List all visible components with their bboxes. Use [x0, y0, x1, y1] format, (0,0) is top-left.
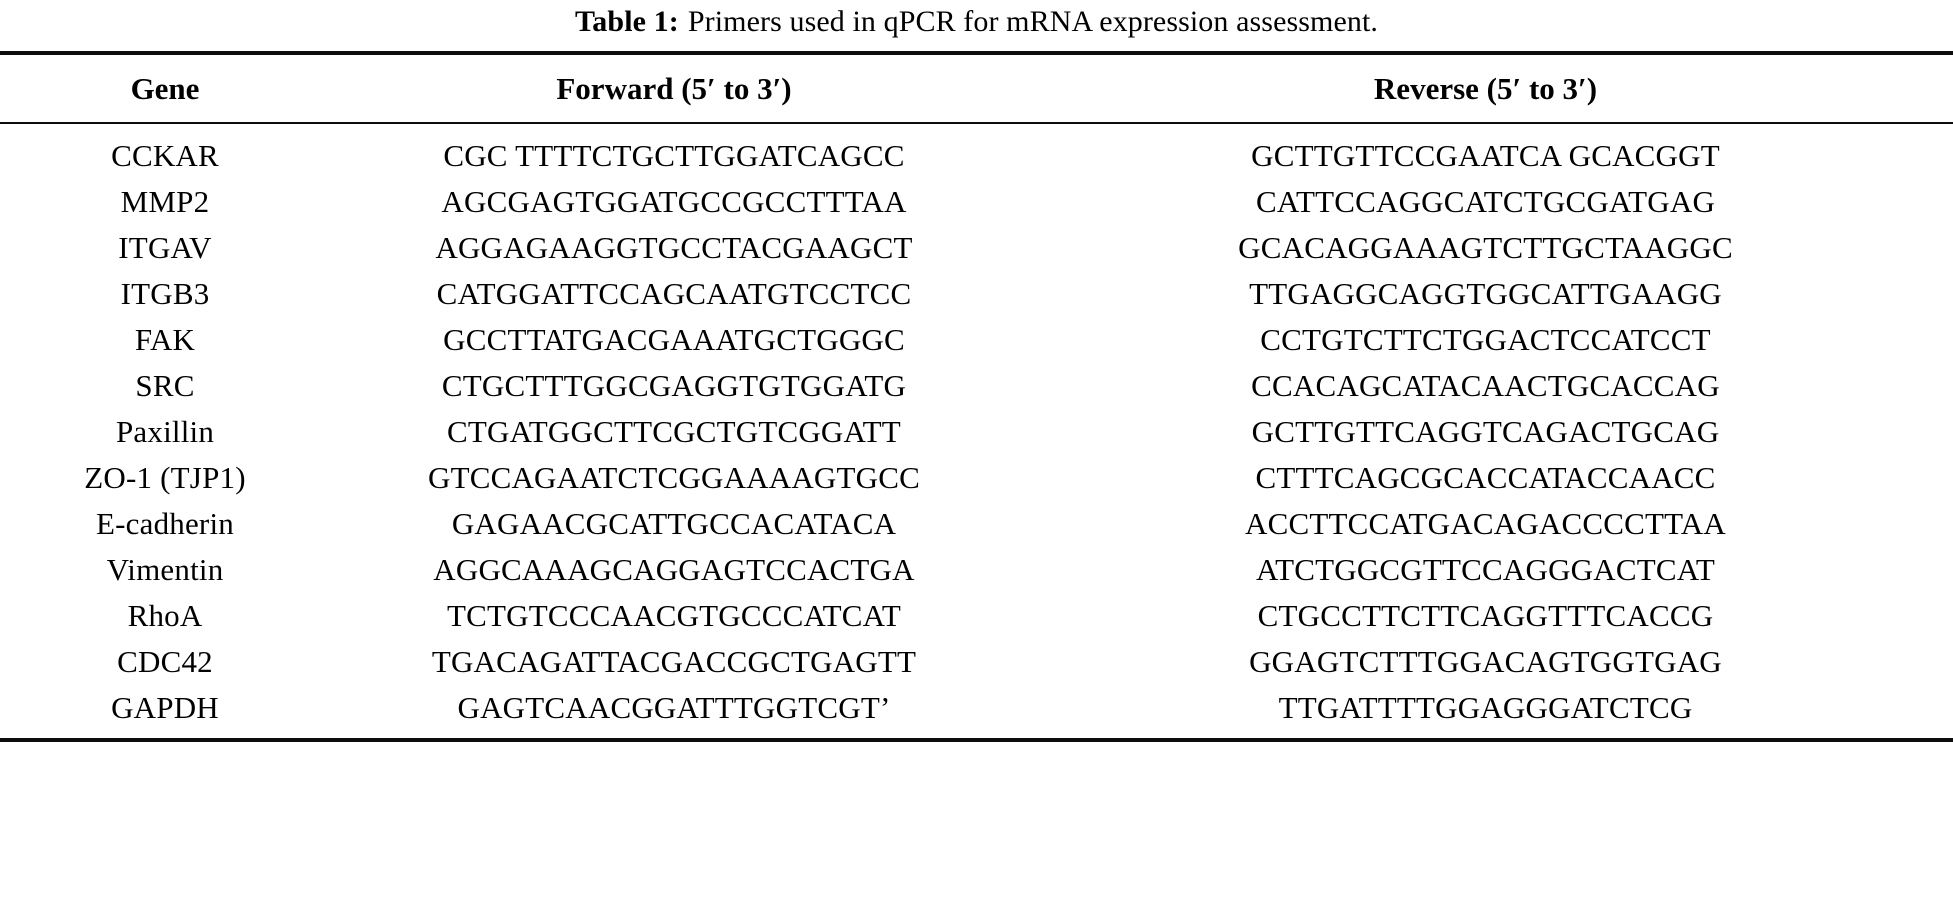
table-row: MMP2 AGCGAGTGGATGCCGCCTTTAA CATTCCAGGCATCT…	[0, 179, 1953, 225]
table-row: ZO-1 (TJP1) GTCCAGAATCTCGGAAAAGTGCC CTTTCA…	[0, 455, 1953, 501]
reverse-primer-cell: CCACAGCATACAACTGCACCAG	[1251, 367, 1720, 403]
table-bottom-rule	[0, 737, 1953, 742]
reverse-primer-cell: GGAGTCTTTGGACAGTGGTGAG	[1249, 643, 1722, 679]
forward-primer-cell: GAGAACGCATTGCCACATACA	[451, 505, 897, 541]
primer-table: Gene Forward (5′ to 3′) Reverse (5′ to 3…	[0, 55, 1953, 122]
table-row: Paxillin CTGATGGCTTCGCTGTCGGATT GCTTGTTCAG…	[0, 409, 1953, 455]
forward-primer-cell: CATGGATTCCAGCAATGTCCTCC	[436, 275, 912, 311]
table-caption: Table 1:Primers used in qPCR for mRNA ex…	[0, 0, 1953, 51]
gene-cell: ZO-1 (TJP1)	[84, 459, 246, 495]
column-header-reverse: Reverse (5′ to 3′)	[1018, 55, 1953, 122]
forward-primer-cell: GAGTCAACGGATTTGGTCGT’	[457, 689, 891, 725]
table-row: CDC42 TGACAGATTACGACCGCTGAGTT GGAGTCTTTGGA…	[0, 639, 1953, 685]
table-caption-text: Primers used in qPCR for mRNA expression…	[687, 5, 1379, 38]
gene-cell: GAPDH	[111, 689, 219, 725]
column-header-gene: Gene	[130, 71, 200, 106]
table-header: Gene Forward (5′ to 3′) Reverse (5′ to 3…	[0, 55, 1953, 122]
gene-cell: FAK	[134, 321, 196, 357]
table-caption-label: Table 1:	[574, 5, 679, 38]
gene-cell: E-cadherin	[96, 505, 234, 541]
reverse-primer-cell: TTGATTTTGGAGGGATCTCG	[1278, 689, 1693, 725]
table-header-row: Gene Forward (5′ to 3′) Reverse (5′ to 3…	[0, 55, 1953, 122]
column-header-forward: Forward (5′ to 3′)	[330, 55, 1018, 122]
reverse-primer-cell: GCTTGTTCAGGTCAGACTGCAG	[1251, 413, 1720, 449]
gene-cell: RhoA	[127, 597, 203, 633]
gene-cell: Vimentin	[106, 551, 224, 587]
column-header-forward-label: Forward (5′ to 3′)	[556, 71, 792, 106]
forward-primer-cell: GCCTTATGACGAAATGCTGGGC	[443, 321, 905, 357]
forward-primer-cell: CTGCTTTGGCGAGGTGTGGATG	[441, 367, 907, 403]
table-body: CCKAR CGC TTTTCTGCTTGGATCAGCC GCTTGTTCCGAA…	[0, 124, 1953, 738]
table-row: E-cadherin GAGAACGCATTGCCACATACA ACCTTCCAT…	[0, 501, 1953, 547]
reverse-primer-cell: GCTTGTTCCGAATCA GCACGGT	[1251, 137, 1720, 173]
reverse-primer-cell: CCTGTCTTCTGGACTCCATCCT	[1260, 321, 1711, 357]
table-row: ITGB3 CATGGATTCCAGCAATGTCCTCC TTGAGGCAGGTG…	[0, 271, 1953, 317]
table-row: Vimentin AGGCAAAGCAGGAGTCCACTGA ATCTGGCGTT…	[0, 547, 1953, 593]
table-header-rule	[0, 121, 1953, 124]
gene-cell: SRC	[135, 367, 195, 403]
forward-primer-cell: CGC TTTTCTGCTTGGATCAGCC	[443, 137, 905, 173]
reverse-primer-cell: CTTTCAGCGCACCATACCAACC	[1255, 459, 1716, 495]
table-row: SRC CTGCTTTGGCGAGGTGTGGATG CCACAGCATACAACT…	[0, 363, 1953, 409]
reverse-primer-cell: GCACAGGAAAGTCTTGCTAAGGC	[1238, 229, 1733, 265]
forward-primer-cell: AGCGAGTGGATGCCGCCTTTAA	[441, 183, 907, 219]
table-row: FAK GCCTTATGACGAAATGCTGGGC CCTGTCTTCTGGACT…	[0, 317, 1953, 363]
column-header-reverse-label: Reverse (5′ to 3′)	[1373, 71, 1598, 106]
reverse-primer-cell: CATTCCAGGCATCTGCGATGAG	[1255, 183, 1716, 219]
gene-cell: MMP2	[120, 183, 210, 219]
gene-cell: Paxillin	[115, 413, 215, 449]
gene-cell: CCKAR	[111, 137, 219, 173]
gene-cell: ITGB3	[120, 275, 210, 311]
forward-primer-cell: GTCCAGAATCTCGGAAAAGTGCC	[427, 459, 920, 495]
reverse-primer-cell: CTGCCTTCTTCAGGTTTCACCG	[1257, 597, 1714, 633]
table-row: ITGAV AGGAGAAGGTGCCTACGAAGCT GCACAGGAAAGTC…	[0, 225, 1953, 271]
gene-cell: CDC42	[117, 643, 213, 679]
forward-primer-cell: TCTGTCCCAACGTGCCCATCAT	[447, 597, 901, 633]
table-row: CCKAR CGC TTTTCTGCTTGGATCAGCC GCTTGTTCCGAA…	[0, 124, 1953, 179]
table-top-rule	[0, 51, 1953, 55]
forward-primer-cell: CTGATGGCTTCGCTGTCGGATT	[447, 413, 901, 449]
forward-primer-cell: TGACAGATTACGACCGCTGAGTT	[431, 643, 917, 679]
reverse-primer-cell: TTGAGGCAGGTGGCATTGAAGG	[1249, 275, 1722, 311]
forward-primer-cell: AGGCAAAGCAGGAGTCCACTGA	[433, 551, 915, 587]
reverse-primer-cell: ATCTGGCGTTCCAGGGACTCAT	[1255, 551, 1716, 587]
gene-cell: ITGAV	[118, 229, 212, 265]
forward-primer-cell: AGGAGAAGGTGCCTACGAAGCT	[435, 229, 913, 265]
primer-table-body: CCKAR CGC TTTTCTGCTTGGATCAGCC GCTTGTTCCGAA…	[0, 124, 1953, 738]
table-row: RhoA TCTGTCCCAACGTGCCCATCAT CTGCCTTCTTCAGG…	[0, 593, 1953, 639]
table-row: GAPDH GAGTCAACGGATTTGGTCGT’ TTGATTTTGGAGGG…	[0, 685, 1953, 738]
reverse-primer-cell: ACCTTCCATGACAGACCCCTTAA	[1245, 505, 1726, 541]
